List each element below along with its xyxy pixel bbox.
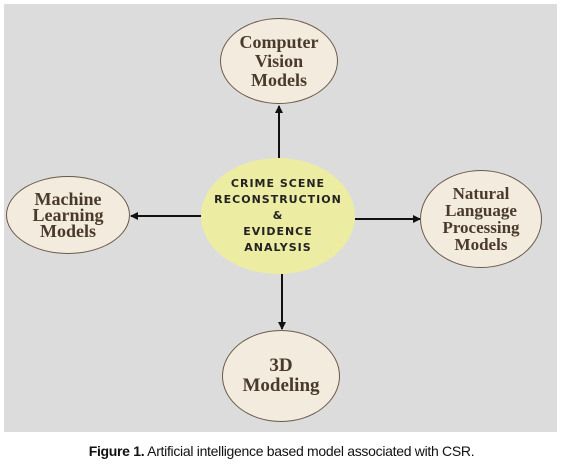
figure-caption-label: Figure 1. <box>88 443 145 459</box>
figure-caption: Figure 1. Artificial intelligence based … <box>0 443 563 459</box>
center-node-label: CRIME SCENE RECONSTRUCTION & EVIDENCE AN… <box>214 177 342 254</box>
node-computer-vision-models: Computer Vision Models <box>220 18 338 104</box>
node-computer-vision-label: Computer Vision Models <box>239 31 319 90</box>
center-node-crime-scene: CRIME SCENE RECONSTRUCTION & EVIDENCE AN… <box>201 158 355 274</box>
node-3d-modeling: 3D Modeling <box>222 330 340 422</box>
node-nlp-label: Natural Language Processing Models <box>442 184 520 254</box>
node-nlp-models: Natural Language Processing Models <box>420 170 542 268</box>
node-3d-modeling-label: 3D Modeling <box>242 355 320 396</box>
node-machine-learning-label: Machine Learning Models <box>32 189 104 241</box>
node-machine-learning-models: Machine Learning Models <box>6 176 130 254</box>
figure-caption-text: Artificial intelligence based model asso… <box>144 443 475 459</box>
